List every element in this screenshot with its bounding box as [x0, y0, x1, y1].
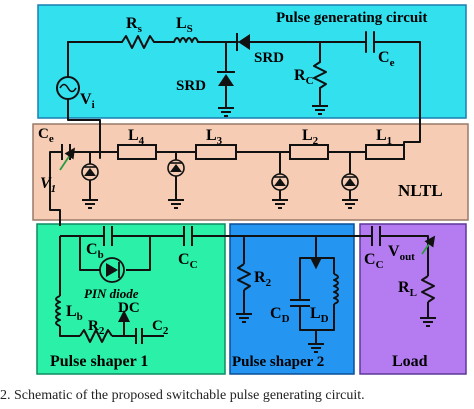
- label-vi: Vi: [80, 91, 95, 111]
- block-title-load: Load: [392, 353, 428, 370]
- label-l1: L1: [376, 127, 392, 147]
- pulse-shaper-1-block: [36, 223, 226, 375]
- wire-vi-bottom: [67, 99, 101, 159]
- varactor-2: [167, 159, 185, 177]
- v1-arrow: [59, 147, 75, 171]
- label-cc1: CC: [178, 251, 198, 271]
- r2-ps2-resistor: [237, 263, 251, 291]
- label-r2-ps1: R2: [88, 318, 105, 337]
- nltl-block: [32, 123, 469, 221]
- label-ld: LD: [310, 305, 329, 325]
- r2-ps1-resistor: [79, 329, 113, 343]
- ld-inductor: [333, 273, 339, 305]
- srd-series-diode: [236, 33, 250, 51]
- label-l2: L2: [302, 127, 319, 147]
- wire-lb-bottom: [59, 326, 80, 337]
- label-dc: DC: [118, 300, 140, 316]
- block-title-pulse-shaper-1: Pulse shaper 1: [50, 353, 148, 370]
- pin-diode: [99, 257, 125, 283]
- rs-resistor: [121, 35, 155, 49]
- label-ls: LS: [176, 15, 193, 35]
- label-v1: V1: [40, 175, 56, 195]
- figure-caption: 2. Schematic of the proposed switchable …: [0, 388, 365, 403]
- block-title-pulse-shaper-2: Pulse shaper 2: [232, 354, 324, 370]
- wire-ps1-pin-loop: [79, 236, 100, 271]
- label-rl: RL: [398, 279, 417, 299]
- pulse-generating-block: [37, 4, 467, 119]
- block-title-nltl: NLTL: [398, 181, 443, 200]
- label-rc: RC: [294, 67, 314, 87]
- label-cb: Cb: [86, 241, 104, 261]
- label-cd: CD: [270, 305, 290, 325]
- wire-ld-bottom: [315, 304, 335, 344]
- label-rs: Rs: [126, 15, 143, 35]
- label-l3: L3: [206, 127, 223, 147]
- label-pin-diode: PIN diode: [84, 286, 139, 301]
- vi-source: [56, 76, 80, 100]
- label-srd-shunt: SRD: [176, 78, 206, 94]
- wire-cd: [299, 270, 316, 331]
- nltl-grounds: [82, 199, 358, 209]
- schematic-diagram: Pulse generating circuit NLTL Pulse shap…: [32, 4, 469, 375]
- varactor-4: [341, 173, 359, 191]
- wire-ce-right: [373, 41, 421, 143]
- l3-inductor: [195, 144, 237, 160]
- ce-top-capacitor: [365, 31, 375, 53]
- block-title-pulse-generating: Pulse generating circuit: [276, 10, 427, 26]
- label-vout: Vout: [388, 243, 415, 263]
- vout-arrow: [421, 235, 436, 255]
- l1-inductor: [365, 144, 405, 160]
- label-cc2: CC: [364, 251, 384, 271]
- varactor-1: [81, 163, 99, 181]
- rc-resistor: [313, 61, 327, 89]
- load-block: [359, 223, 467, 375]
- label-srd-series: SRD: [254, 50, 284, 66]
- label-l4: L4: [128, 127, 145, 147]
- varactor-3: [271, 173, 289, 191]
- wire-pin-right: [126, 236, 151, 271]
- label-c2: C2: [152, 318, 169, 337]
- lb-inductor: [55, 295, 61, 327]
- bottom-grounds: [236, 313, 436, 353]
- label-ce-nltl: Ce: [38, 126, 54, 145]
- rl-resistor: [421, 275, 435, 303]
- ground-rc: [312, 105, 328, 115]
- label-lb: Lb: [66, 303, 83, 323]
- l2-inductor: [289, 144, 329, 160]
- ls-inductor: [173, 37, 199, 43]
- label-r2-ps2: R2: [254, 269, 272, 289]
- label-ce-top: Ce: [378, 49, 395, 69]
- wire-ce-left-in: [49, 151, 62, 226]
- l4-inductor: [117, 144, 157, 160]
- srd-shunt-diode: [217, 71, 235, 86]
- ground-srd: [218, 107, 234, 117]
